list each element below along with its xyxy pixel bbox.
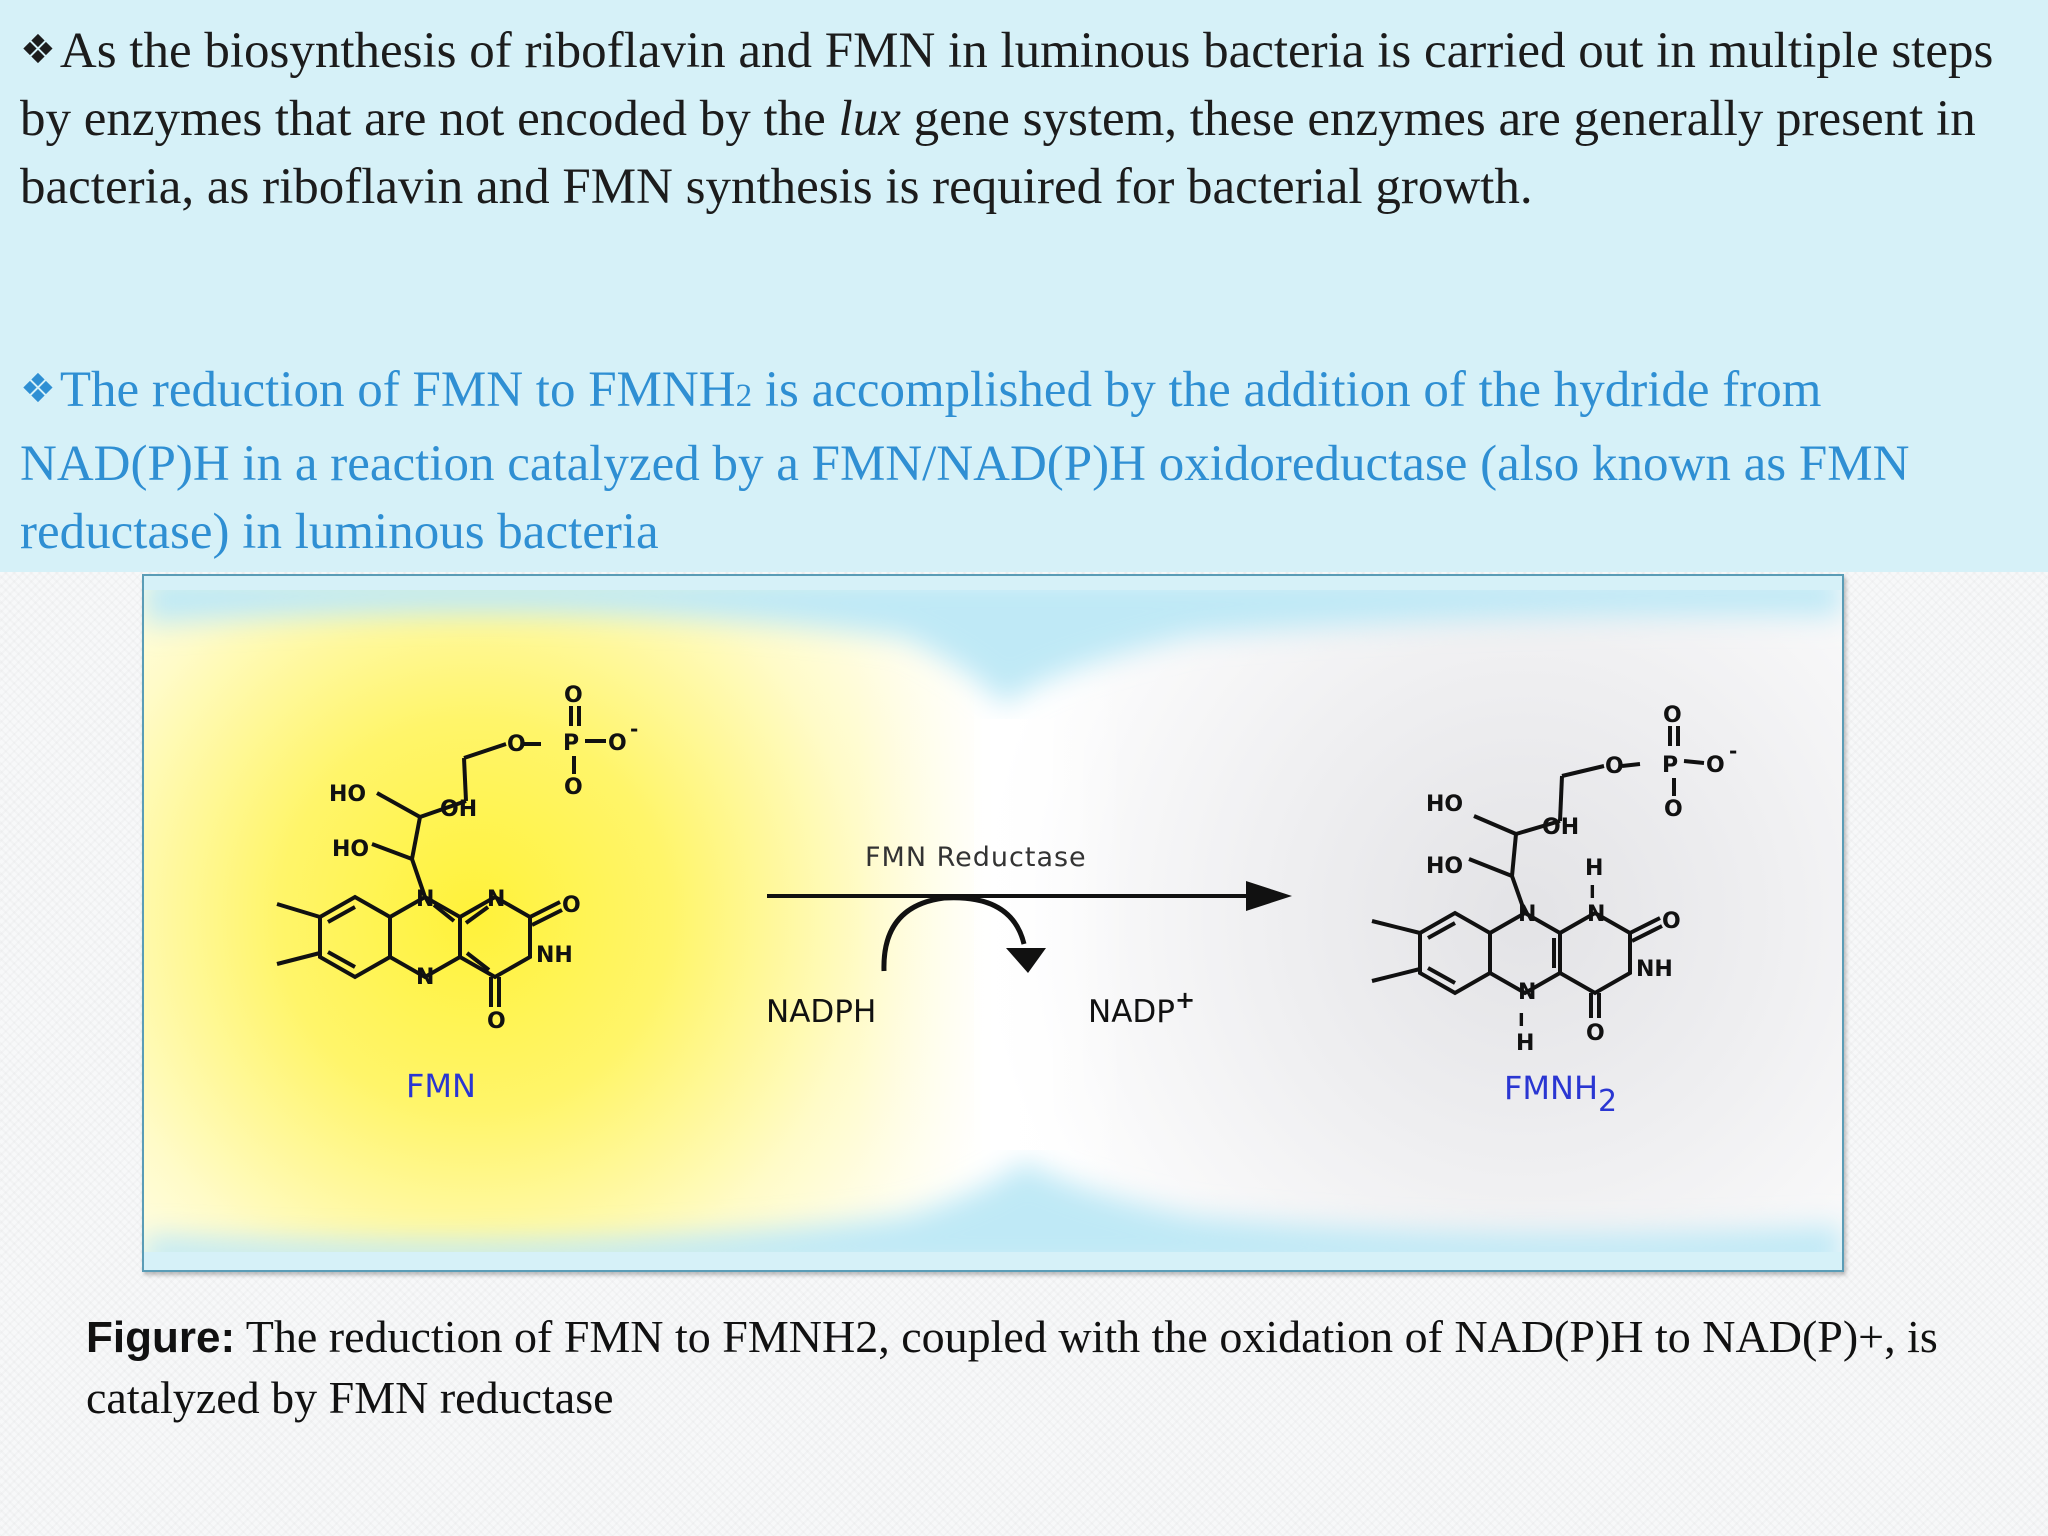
fmnh2-o-ester: O: [1605, 754, 1624, 779]
nadp-label: NADP+: [1088, 986, 1195, 1030]
bullet-riboflavin-biosynthesis: ❖As the biosynthesis of riboflavin and F…: [20, 16, 2030, 221]
fmn-ho-2: HO: [332, 837, 369, 862]
fmnh2-nh: NH: [1636, 957, 1673, 982]
fmn-o-double: O: [564, 683, 583, 708]
fmn-o-carbonyl-1: O: [562, 893, 581, 918]
fmn-n3: N: [487, 887, 505, 912]
bullet-1-text-end: gene system, these enzymes are generally…: [20, 91, 1976, 215]
fmnh2-o-minus-bottom: O: [1664, 797, 1683, 822]
fmn-ho-1: HO: [329, 782, 366, 807]
bullet-1-italic-lux: lux: [838, 91, 901, 147]
text-panel-background: [0, 0, 2048, 572]
bullet-2-text-end: is accomplished by the addition of the h…: [20, 362, 1910, 560]
fmn-o-minus-bottom: O: [564, 775, 583, 800]
diamond-bullet-icon: ❖: [20, 27, 56, 73]
fmnh2-oh: OH: [1542, 815, 1579, 840]
fmnh2-p: P: [1662, 753, 1678, 778]
caption-text: The reduction of FMN to FMNH2, coupled w…: [86, 1311, 1938, 1423]
bullet-2-text-start: The reduction of FMN to FMNH: [59, 362, 736, 418]
top-cyan-wedge: [144, 576, 1842, 706]
fmn-p: P: [563, 731, 579, 756]
fmn-structure: [276, 706, 606, 1007]
bullet-2-subscript: 2: [735, 378, 753, 414]
fmnh2-label: FMNH2: [1504, 1069, 1617, 1119]
fmnh2-n3: N: [1587, 902, 1605, 927]
bottom-cyan-wedge: [144, 1161, 1842, 1270]
fmnh2-n1: N: [1518, 980, 1536, 1005]
diamond-bullet-icon: ❖: [20, 366, 56, 412]
fmnh2-ho-1: HO: [1426, 792, 1463, 817]
fmn-o-ester: O: [507, 732, 526, 757]
reaction-diagram-svg: HO HO OH O P O O - O N N N NH O O FMN FM…: [144, 576, 1842, 1270]
fmnh2-o-double: O: [1663, 703, 1682, 728]
fmn-o-carbonyl-2: O: [487, 1009, 506, 1034]
fmnh2-h-top: H: [1585, 856, 1603, 881]
fmn-minus-right: -: [630, 717, 638, 741]
fmnh2-o-carbonyl-2: O: [1586, 1021, 1605, 1046]
fmnh2-h-bond-top: I: [1589, 882, 1596, 903]
fmnh2-n5: N: [1518, 902, 1536, 927]
fmn-nh: NH: [536, 943, 573, 968]
nadph-label: NADPH: [766, 994, 876, 1030]
fmn-n1: N: [416, 965, 434, 990]
fmnh2-ho-2: HO: [1426, 854, 1463, 879]
fmn-oh: OH: [440, 797, 477, 822]
fmnh2-structure: [1371, 726, 1705, 1018]
bullet-1-text-start: As the biosynthesis of riboflavin and FM…: [20, 23, 1994, 147]
fmnh2-h-bottom: H: [1516, 1031, 1534, 1056]
fmnh2-minus-right: -: [1729, 739, 1737, 763]
bullet-fmn-reduction: ❖The reduction of FMN to FMNH2 is accomp…: [20, 355, 2030, 566]
fmnh2-o-minus-right: O: [1706, 753, 1725, 778]
figure-caption: Figure: The reduction of FMN to FMNH2, c…: [86, 1307, 1986, 1428]
fmn-label: FMN: [406, 1067, 476, 1105]
fmn-o-minus-right: O: [608, 731, 627, 756]
reaction-arrow: [767, 881, 1292, 973]
fmnh2-atom-labels: HO HO OH O P O O - O N N I H N I H NH O …: [1426, 703, 1737, 1056]
enzyme-label: FMN Reductase: [865, 842, 1087, 873]
fmnh2-h-bond-bottom: I: [1518, 1010, 1525, 1031]
fmnh2-o-carbonyl-1: O: [1662, 909, 1681, 934]
caption-label: Figure:: [86, 1313, 236, 1362]
reaction-figure: HO HO OH O P O O - O N N N NH O O FMN FM…: [142, 574, 1844, 1272]
fmn-n5: N: [416, 887, 434, 912]
fmn-atom-labels: HO HO OH O P O O - O N N N NH O O: [329, 683, 638, 1034]
